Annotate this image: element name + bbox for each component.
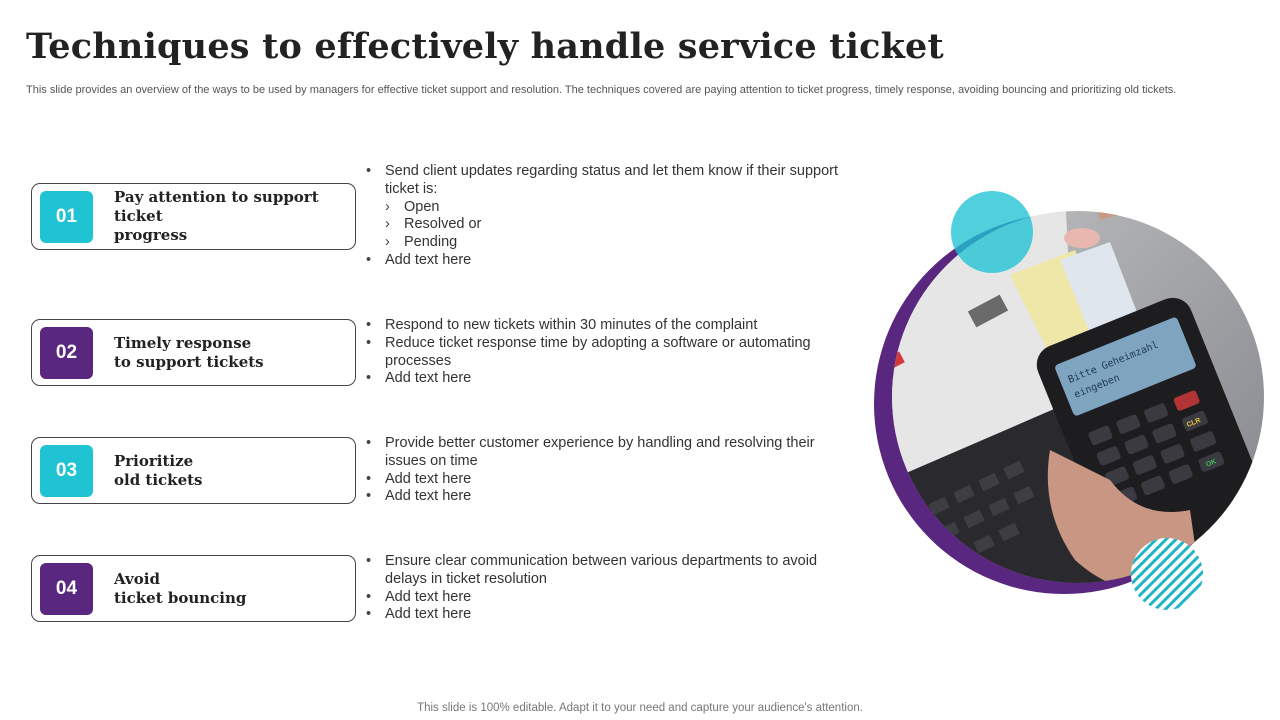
technique-bullets-04: Ensure clear communication between vario… [365,553,855,624]
clear-key-label: CLR [1186,417,1202,429]
page-subtitle: This slide provides an overview of the w… [26,84,1177,96]
technique-card-03: 03 Prioritize old tickets [31,437,356,504]
technique-label-line: ticket bouncing [114,588,247,607]
technique-number-badge: 04 [40,563,93,615]
sub-bullet-item: Open [365,199,855,217]
technique-label-line: Prioritize [114,451,194,470]
footer-note: This slide is 100% editable. Adapt it to… [417,702,863,714]
sub-bullet-item: Resolved or [365,216,855,234]
bullet-item: Ensure clear communication between vario… [365,553,855,589]
technique-bullets-03: Provide better customer experience by ha… [365,435,855,506]
card-terminal-illustration: Bitte Geheimzahl eingeben CLR OK [874,191,1264,610]
bullet-item: Send client updates regarding status and… [365,163,855,199]
technique-label-line: Pay attention to support ticket [114,188,319,225]
technique-bullets-01: Send client updates regarding status and… [365,163,855,270]
bullet-item: Add text here [365,471,855,489]
technique-number-badge: 01 [40,191,93,243]
technique-label-line: to support tickets [114,352,264,371]
ok-key-label: OK [1205,458,1217,468]
technique-card-04: 04 Avoid ticket bouncing [31,555,356,622]
technique-card-01: 01 Pay attention to support ticket progr… [31,183,356,250]
technique-label: Prioritize old tickets [114,438,349,503]
bullet-item: Reduce ticket response time by adopting … [365,335,855,371]
technique-label-line: progress [114,226,188,244]
technique-card-02: 02 Timely response to support tickets [31,319,356,386]
technique-label: Avoid ticket bouncing [114,556,349,621]
bullet-item: Add text here [365,252,855,270]
bullet-item: Provide better customer experience by ha… [365,435,855,471]
technique-bullets-02: Respond to new tickets within 30 minutes… [365,317,855,388]
bullet-item: Add text here [365,488,855,506]
bullet-item: Respond to new tickets within 30 minutes… [365,317,855,335]
page-title: Techniques to effectively handle service… [26,26,944,67]
technique-label: Pay attention to support ticket progress [114,184,349,249]
technique-label-line: Avoid [114,569,160,588]
bullet-item: Add text here [365,589,855,607]
technique-number-badge: 02 [40,327,93,379]
technique-label: Timely response to support tickets [114,320,349,385]
photo-scene: Bitte Geheimzahl eingeben CLR OK [892,211,1264,583]
striped-accent-circle [1131,538,1203,610]
technique-label-line: old tickets [114,470,203,489]
bullet-item: Add text here [365,370,855,388]
sub-bullet-item: Pending [365,234,855,252]
technique-label-line: Timely response [114,333,252,352]
teal-accent-circle [951,191,1033,273]
bullet-item: Add text here [365,606,855,624]
technique-number-badge: 03 [40,445,93,497]
